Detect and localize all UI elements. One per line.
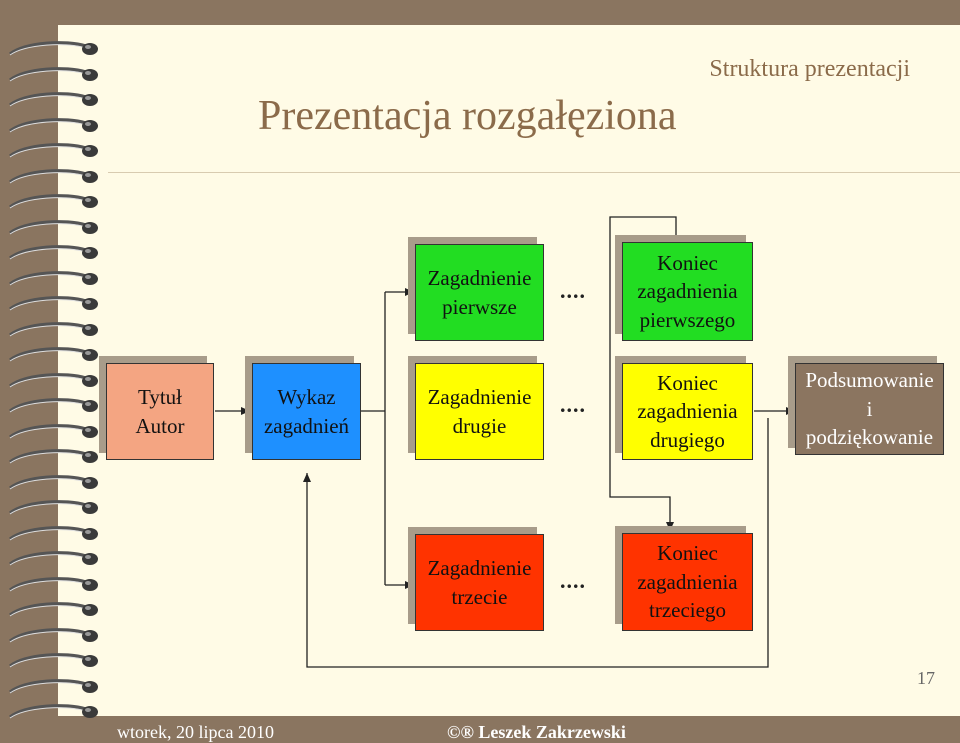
end1-box: Koniec zagadnienia pierwszego — [622, 242, 753, 341]
topic3-box: Zagadnienie trzecie — [415, 534, 544, 631]
end2-box: Koniec zagadnienia drugiego — [622, 363, 753, 460]
title-author-box: Tytuł Autor — [106, 363, 214, 460]
topic2-box: Zagadnienie drugie — [415, 363, 544, 460]
ellipsis-1: .... — [560, 278, 586, 304]
footer-date: wtorek, 20 lipca 2010 — [117, 722, 274, 743]
ellipsis-3: .... — [560, 568, 586, 594]
ellipsis-2: .... — [560, 392, 586, 418]
footer-author: ©® Leszek Zakrzewski — [447, 722, 626, 743]
summary-box: Podsumowanie i podziękowanie — [795, 363, 944, 455]
end3-box: Koniec zagadnienia trzeciego — [622, 533, 753, 631]
page-number: 17 — [917, 668, 935, 689]
topic1-box: Zagadnienie pierwsze — [415, 244, 544, 341]
toc-box: Wykaz zagadnień — [252, 363, 361, 460]
